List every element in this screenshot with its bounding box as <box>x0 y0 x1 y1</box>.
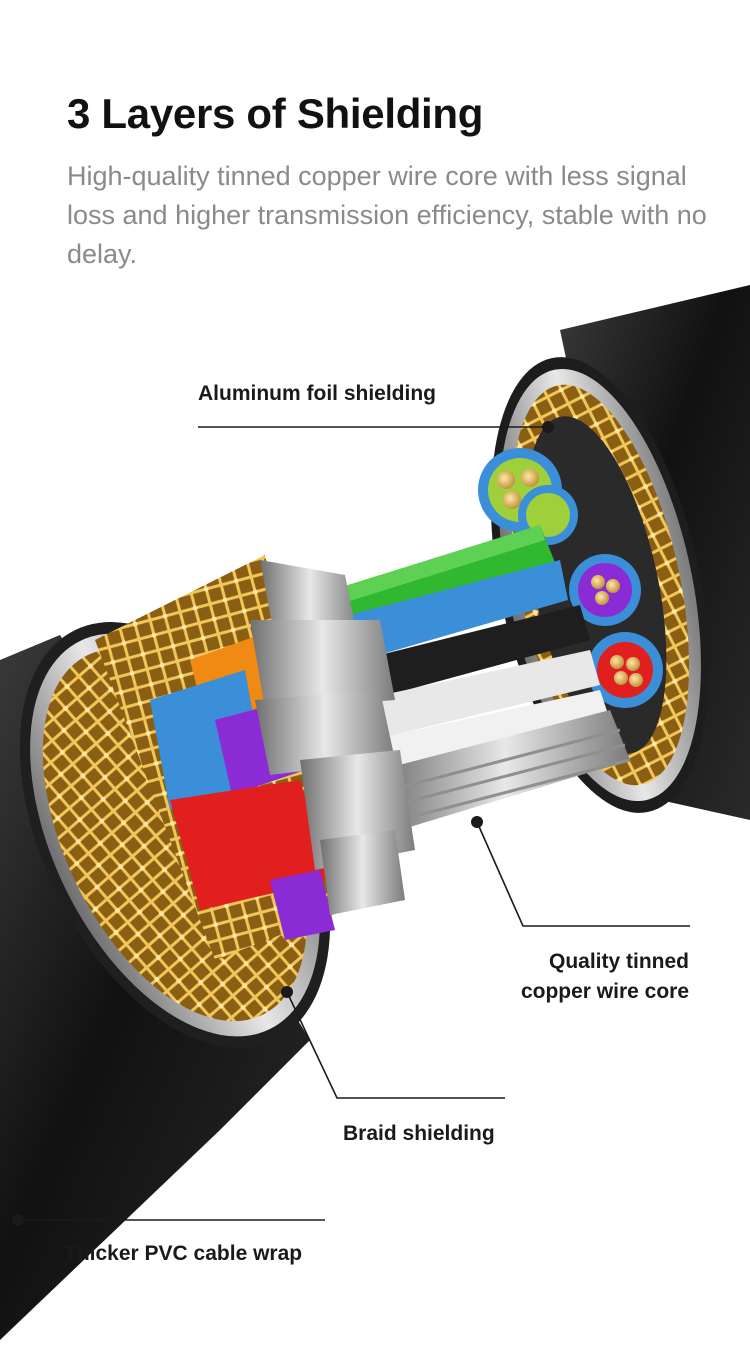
pointer-dots <box>12 421 554 1226</box>
callout-copper-wire-core-line2: copper wire core <box>520 980 689 1003</box>
inner-conductors <box>300 525 631 830</box>
callout-copper-wire-core: Quality tinned copper wire core <box>521 947 689 1007</box>
right-end-conductor-faces <box>478 448 663 708</box>
left-conductor-tips <box>150 560 415 940</box>
callout-aluminum-foil-shielding: Aluminum foil shielding <box>198 382 436 405</box>
pointer-lines <box>18 426 690 1221</box>
callout-braid-shielding: Braid shielding <box>343 1122 495 1145</box>
page-title: 3 Layers of Shielding <box>67 90 484 137</box>
callout-pvc-cable-wrap: Thicker PVC cable wrap <box>64 1242 303 1265</box>
page-description: High-quality tinned copper wire core wit… <box>67 161 707 269</box>
callout-copper-wire-core-line1: Quality tinned <box>548 950 689 973</box>
